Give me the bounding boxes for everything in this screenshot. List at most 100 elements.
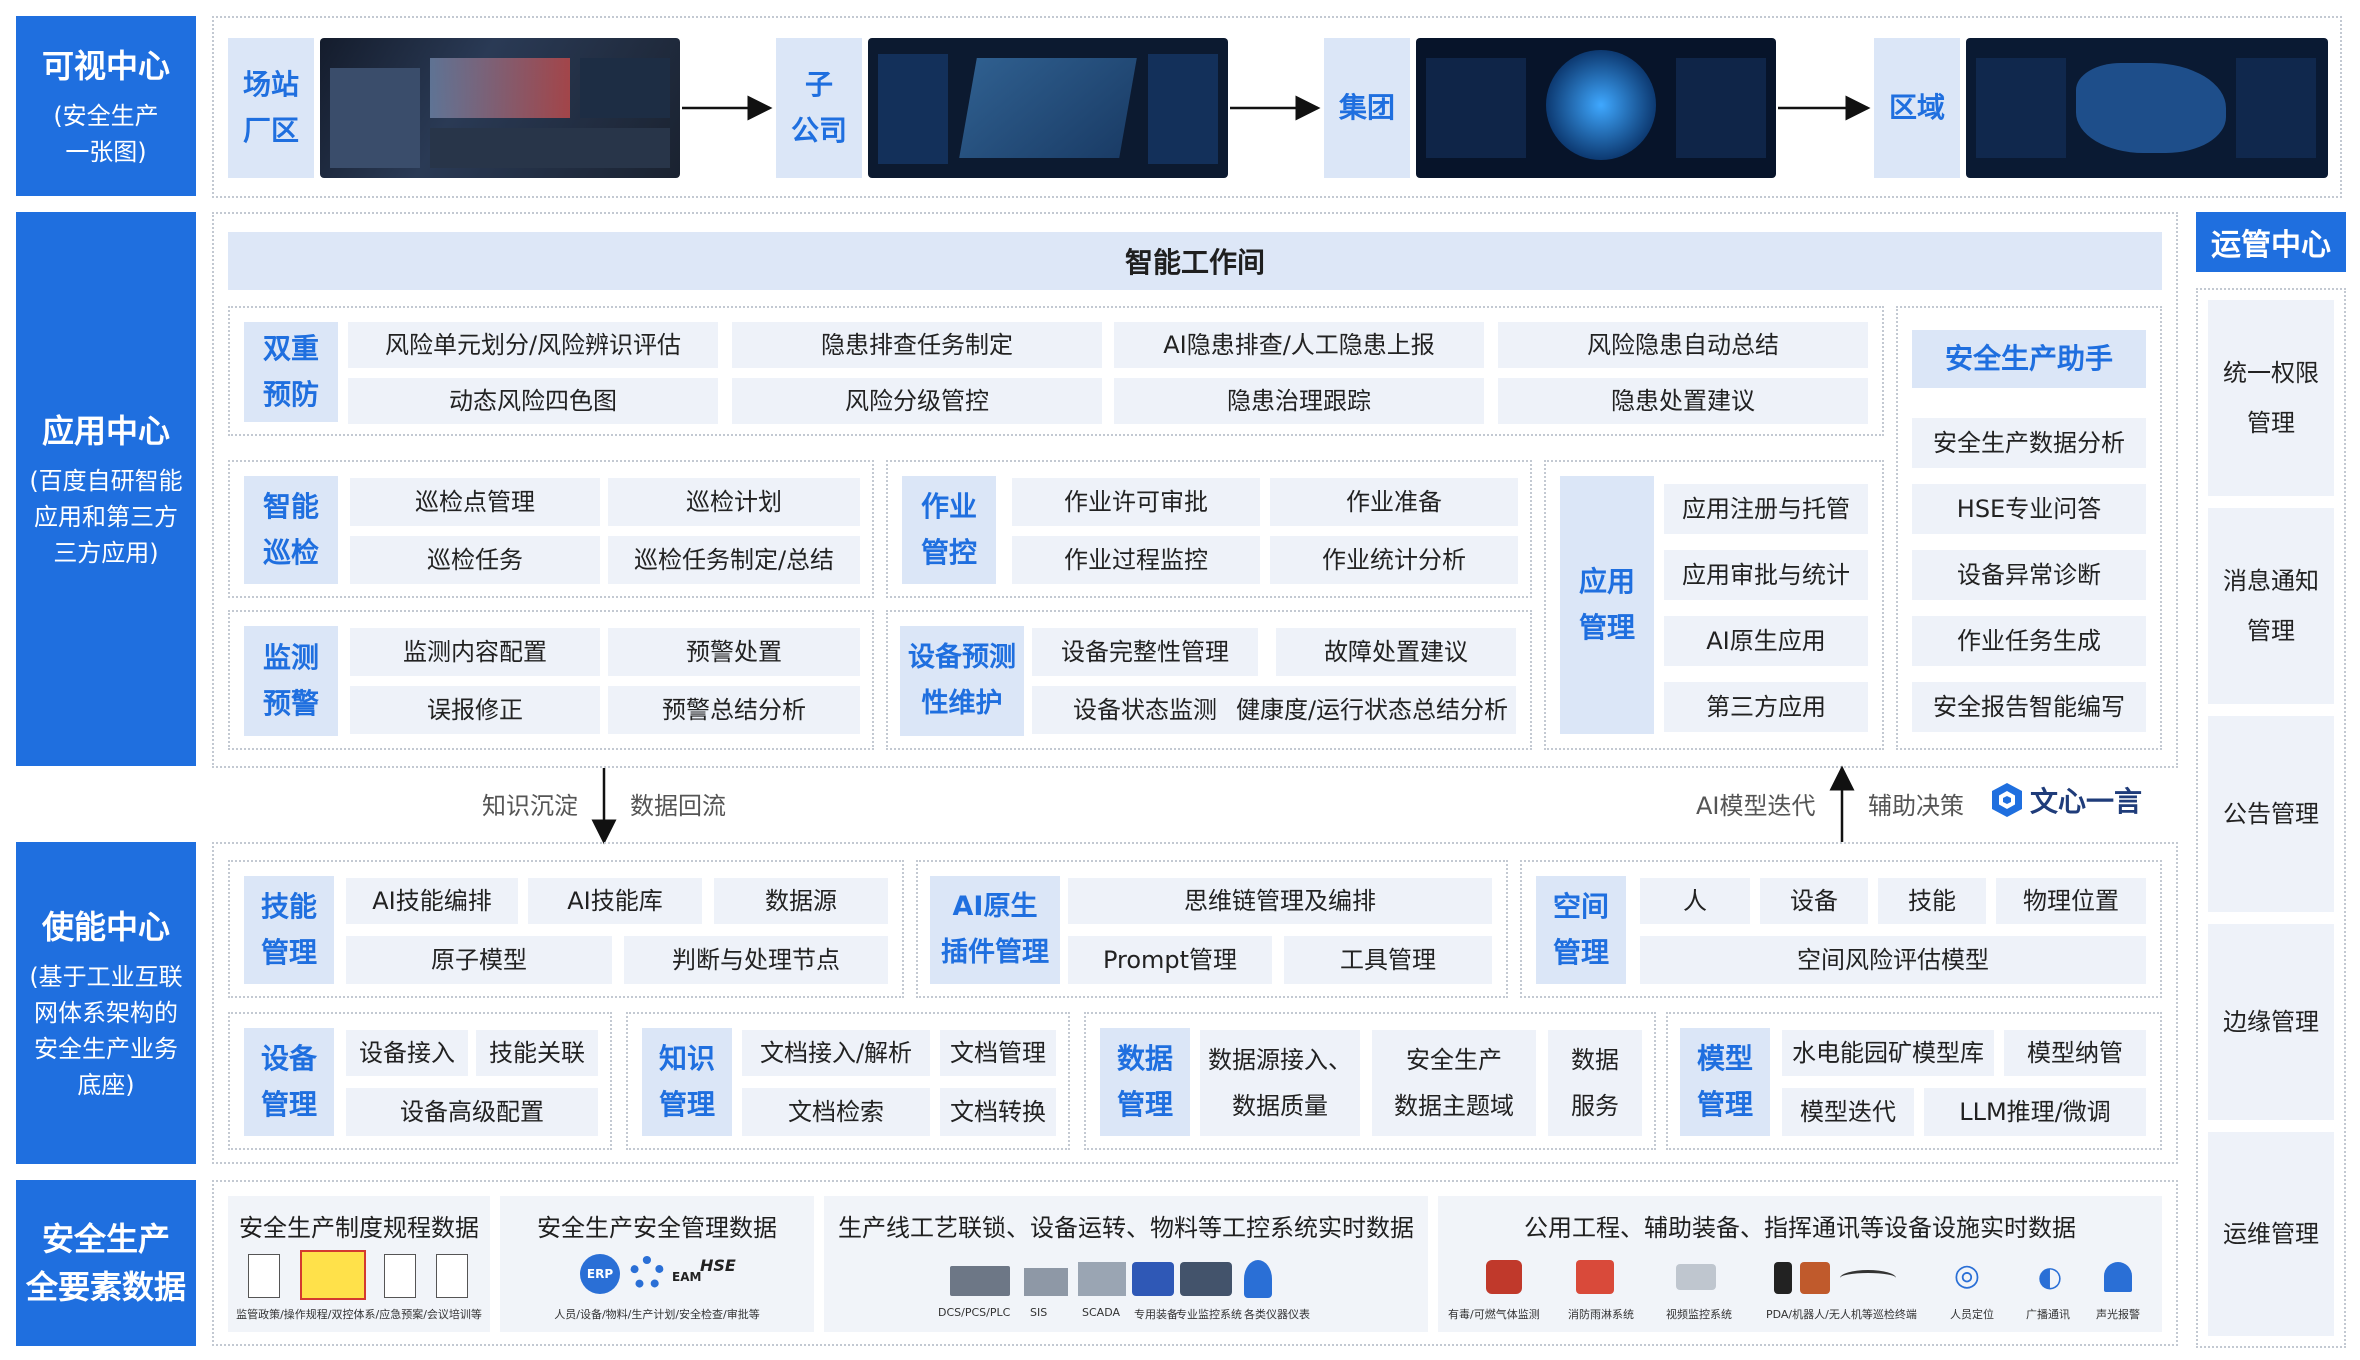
skill-cell: 判断与处理节点 [624, 936, 888, 984]
inspection-cell: 巡检任务 [350, 536, 600, 584]
sidebar-data-center: 安全生产 全要素数据 [16, 1180, 196, 1346]
dual-cell: 隐患排查任务制定 [732, 322, 1102, 368]
monitor-cell: 预警处置 [608, 628, 860, 676]
flow-decision-label: 辅助决策 [1868, 792, 1964, 820]
plugin-cell: Prompt管理 [1068, 936, 1272, 984]
fire-sprinkler-icon [1576, 1260, 1614, 1294]
monitor-group [228, 610, 874, 750]
skill-cell: 原子模型 [346, 936, 612, 984]
skill-cell: 数据源 [714, 878, 888, 924]
predictive-cell: 设备完整性管理 [1032, 628, 1258, 676]
visual-subsidiary-label: 子 公司 [776, 38, 862, 178]
workspace-title: 智能工作间 [1124, 246, 1265, 279]
app-mgmt-cell: 应用审批与统计 [1664, 550, 1868, 600]
broadcast-icon: ◐ [2037, 1260, 2063, 1293]
erp-icon: ERP [580, 1254, 620, 1294]
skill-label: 技能 管理 [244, 876, 334, 984]
document-icon [384, 1254, 416, 1298]
ops-center-frame [2196, 288, 2346, 1348]
ops-item-permissions: 统一权限 管理 [2208, 300, 2334, 496]
flow-data-label: 数据回流 [630, 792, 726, 820]
space-group [1520, 860, 2162, 998]
inspection-cell: 巡检任务制定/总结 [608, 536, 860, 584]
datamgmt-cell: 数据源接入、 数据质量 [1200, 1030, 1360, 1136]
device-cell: 技能关联 [476, 1030, 598, 1076]
data-block-industrial-title: 生产线工艺联锁、设备运转、物料等工控系统实时数据 [838, 1214, 1414, 1242]
space-label: 空间 管理 [1536, 876, 1626, 984]
knowledge-cell: 文档管理 [940, 1030, 1056, 1076]
app-center-frame [212, 212, 2178, 768]
visual-row [212, 16, 2342, 198]
knowledge-cell: 文档接入/解析 [742, 1030, 930, 1076]
industrial-caption: SIS [1030, 1306, 1048, 1319]
device-cell: 设备接入 [346, 1030, 468, 1076]
gas-detector-icon [1486, 1260, 1522, 1294]
app-center-title: 应用中心 [41, 412, 170, 450]
dual-prevention-group [228, 306, 1884, 436]
app-mgmt-cell: AI原生应用 [1664, 616, 1868, 666]
datamgmt-label: 数据 管理 [1100, 1028, 1190, 1136]
model-cell: 模型纳管 [2004, 1030, 2146, 1076]
dual-cell: 风险隐患自动总结 [1498, 322, 1868, 368]
dual-cell: 风险单元划分/风险辨识评估 [348, 322, 718, 368]
assistant-cell: 设备异常诊断 [1912, 550, 2146, 600]
data-block-facility-title: 公用工程、辅助装备、指挥通讯等设备设施实时数据 [1524, 1214, 2076, 1242]
document-icon [248, 1254, 280, 1298]
operation-cell: 作业过程监控 [1012, 536, 1260, 584]
datamgmt-cell: 安全生产 数据主题域 [1372, 1030, 1536, 1136]
dual-cell: 风险分级管控 [732, 378, 1102, 424]
workspace-title-bar: 智能工作间 [228, 232, 2162, 290]
visual-station-label: 场站 厂区 [228, 38, 314, 178]
data-center-title: 安全生产 全要素数据 [25, 1220, 186, 1306]
facility-caption: 有毒/可燃气体监测 [1448, 1308, 1540, 1321]
predictive-cell: 健康度/运行状态总结分析 [1228, 686, 1516, 734]
eam-icon: EAM [672, 1270, 702, 1284]
datamgmt-group [1084, 1012, 1656, 1150]
app-mgmt-cell: 应用注册与托管 [1664, 484, 1868, 534]
monitor-cell: 预警总结分析 [608, 686, 860, 734]
drone-icon [1840, 1270, 1896, 1286]
alarm-icon [2104, 1262, 2132, 1292]
safety-poster-icon [300, 1250, 366, 1300]
sidebar-visual-center: 可视中心 (安全生产 一张图) [16, 16, 196, 196]
data-block-management-caption: 人员/设备/物料/生产计划/安全检查/审批等 [554, 1308, 760, 1321]
facility-caption: 声光报警 [2096, 1308, 2140, 1321]
operation-label: 作业 管控 [902, 476, 996, 584]
device-cell: 设备高级配置 [346, 1088, 598, 1136]
device-label: 设备 管理 [244, 1028, 334, 1136]
model-cell: 水电能园矿模型库 [1782, 1030, 1994, 1076]
space-cell: 物理位置 [1996, 878, 2146, 924]
positioning-icon: ◎ [1953, 1258, 1981, 1293]
model-group [1666, 1012, 2162, 1150]
industrial-caption: SCADA [1082, 1306, 1120, 1319]
knowledge-cell: 文档检索 [742, 1088, 930, 1136]
facility-caption: PDA/机器人/无人机等巡检终端 [1766, 1308, 1917, 1321]
wenxin-brand-text: 文心一言 [2030, 785, 2143, 818]
dual-cell: 动态风险四色图 [348, 378, 718, 424]
dual-prevention-label: 双重 预防 [244, 322, 338, 422]
plugin-cell: 思维链管理及编排 [1068, 878, 1492, 924]
middle-flow-arrows [591, 765, 1855, 845]
plugin-label: AI原生 插件管理 [930, 876, 1060, 984]
robot-icon [1800, 1262, 1830, 1294]
wenxin-logo-icon [1992, 783, 2022, 817]
monitoring-system-icon [1180, 1262, 1232, 1296]
dual-cell: 隐患处置建议 [1498, 378, 1868, 424]
monitor-label: 监测 预警 [244, 626, 338, 736]
sis-icon [1024, 1268, 1068, 1296]
operation-cell: 作业准备 [1270, 478, 1518, 526]
model-cell: LLM推理/微调 [1924, 1088, 2146, 1136]
camera-icon [1676, 1264, 1716, 1290]
skill-group [228, 860, 904, 998]
inspection-cell: 巡检点管理 [350, 478, 600, 526]
visual-flow-arrows [682, 95, 1871, 121]
predictive-label: 设备预测 性维护 [900, 626, 1024, 736]
data-row-frame [212, 1180, 2178, 1346]
knowledge-group [626, 1012, 1070, 1150]
visual-center-subtitle: (安全生产 一张图) [53, 102, 159, 166]
assistant-group [1896, 306, 2162, 750]
inspection-group [228, 460, 874, 598]
dual-cell: 隐患治理跟踪 [1114, 378, 1484, 424]
enable-center-subtitle: (基于工业互联 网体系架构的 安全生产业务 底座) [29, 963, 183, 1099]
skill-cell: AI技能库 [528, 878, 702, 924]
